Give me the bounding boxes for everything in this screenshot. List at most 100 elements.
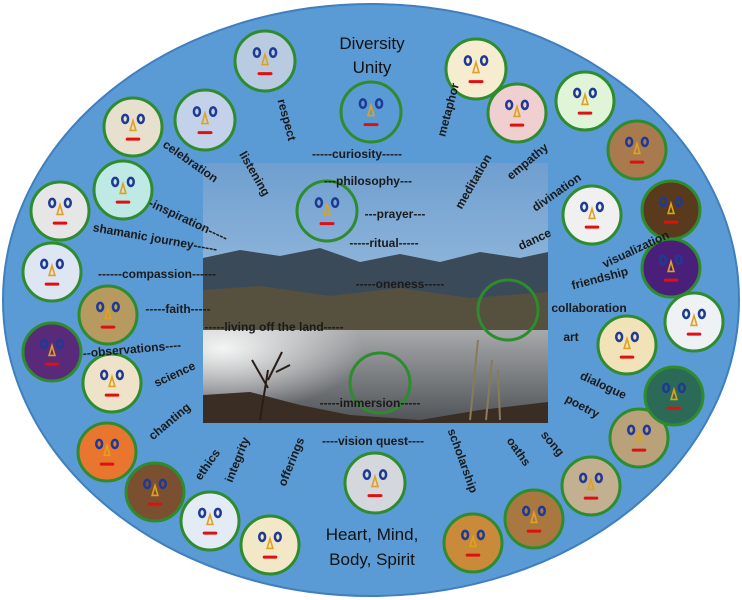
face-meditation-circle	[486, 82, 548, 144]
face-dialogue-right-eye	[677, 382, 686, 394]
face-friendship-left-eye	[659, 254, 668, 266]
face-listening-right-eye	[208, 106, 218, 118]
face-shamanic-journey-nose	[56, 201, 64, 216]
face-faith-left-eye	[96, 301, 105, 313]
face-collaboration-circle	[663, 291, 725, 353]
face-scholarship-nose	[469, 533, 477, 548]
face-metaphor-left-eye	[463, 55, 473, 67]
face-top-center	[339, 80, 403, 144]
face-meditation	[486, 82, 548, 144]
face-listening-left-eye	[192, 106, 202, 118]
face-friendship-nose	[667, 258, 675, 273]
face-integrity-left-eye	[198, 507, 207, 519]
face-vision-quest-nose	[370, 473, 380, 488]
landscape-photo	[203, 163, 548, 423]
face-poetry-right-eye	[642, 424, 651, 436]
face-visualization-left-eye	[659, 196, 668, 208]
face-collaboration-right-eye	[697, 308, 706, 320]
face-respect-right-eye	[268, 47, 278, 59]
face-collaboration-nose	[690, 312, 698, 327]
face-celebration-right-eye	[136, 113, 145, 125]
face-faith-circle	[77, 284, 139, 346]
face-art-circle	[596, 314, 658, 376]
face-shamanic-journey	[29, 180, 91, 242]
face-metaphor	[444, 37, 508, 101]
face-divination	[606, 119, 668, 181]
face-dance-right-eye	[595, 201, 604, 213]
face-chanting-left-eye	[95, 438, 104, 450]
face-empathy-left-eye	[573, 87, 582, 99]
face-scholarship-circle	[442, 512, 504, 574]
face-divination-right-eye	[640, 136, 649, 148]
label-curiosity: -----curiosity-----	[312, 147, 402, 161]
face-art-nose	[623, 335, 631, 350]
face-observations-right-eye	[55, 338, 64, 350]
face-art-left-eye	[615, 331, 624, 343]
face-dialogue-nose	[670, 386, 678, 401]
face-meditation-left-eye	[505, 99, 514, 111]
face-compassion	[21, 241, 83, 303]
title-body-spirit: Body, Spirit	[329, 550, 415, 569]
face-prayer-circle	[295, 179, 359, 243]
face-compassion-circle	[21, 241, 83, 303]
face-metaphor-right-eye	[479, 55, 489, 67]
face-observations-nose	[48, 342, 56, 357]
face-chanting-circle	[76, 421, 138, 483]
face-listening-nose	[200, 110, 210, 125]
face-faith	[77, 284, 139, 346]
face-celebration-circle	[102, 96, 164, 158]
face-offerings-circle	[239, 514, 301, 576]
face-visualization-nose	[667, 200, 675, 215]
face-science-nose	[108, 373, 116, 388]
face-dance-nose	[588, 205, 596, 220]
face-top-center-left-eye	[358, 98, 368, 110]
face-inspiration-right-eye	[126, 176, 135, 188]
face-dialogue-circle	[643, 365, 705, 427]
label-compassion: ------compassion------	[98, 267, 216, 281]
face-meditation-nose	[513, 103, 521, 118]
face-friendship	[640, 237, 702, 299]
face-faith-right-eye	[111, 301, 120, 313]
face-scholarship	[442, 512, 504, 574]
face-divination-left-eye	[625, 136, 634, 148]
face-poetry	[608, 407, 670, 469]
face-scholarship-left-eye	[461, 529, 470, 541]
face-respect	[233, 29, 297, 93]
face-faith-nose	[104, 305, 112, 320]
face-poetry-circle	[608, 407, 670, 469]
face-chanting-nose	[103, 442, 111, 457]
face-metaphor-circle	[444, 37, 508, 101]
label-living-off-the-land: -----living off the land-----	[204, 320, 343, 334]
face-inspiration-nose	[119, 180, 127, 195]
face-art-right-eye	[630, 331, 639, 343]
face-listening	[173, 88, 237, 152]
face-scholarship-right-eye	[476, 529, 485, 541]
face-shamanic-journey-left-eye	[48, 197, 57, 209]
face-inspiration-circle	[92, 159, 154, 221]
title-diversity: Diversity	[339, 34, 405, 53]
face-visualization	[640, 179, 702, 241]
label-philosophy: ---philosophy---	[324, 174, 412, 188]
face-meditation-right-eye	[520, 99, 529, 111]
face-top-center-right-eye	[374, 98, 384, 110]
face-empathy-nose	[581, 91, 589, 106]
face-collaboration-left-eye	[682, 308, 691, 320]
face-ethics-left-eye	[143, 478, 152, 490]
face-song	[560, 455, 622, 517]
face-ethics	[124, 461, 186, 523]
label-collaboration: collaboration	[551, 301, 626, 315]
face-prayer-left-eye	[314, 197, 324, 209]
face-inspiration-left-eye	[111, 176, 120, 188]
face-poetry-left-eye	[627, 424, 636, 436]
face-ethics-circle	[124, 461, 186, 523]
face-top-center-circle	[339, 80, 403, 144]
face-shamanic-journey-right-eye	[63, 197, 72, 209]
face-top-center-nose	[366, 102, 376, 117]
face-ethics-nose	[151, 482, 159, 497]
face-celebration	[102, 96, 164, 158]
face-compassion-right-eye	[55, 258, 64, 270]
face-science-circle	[81, 352, 143, 414]
face-science-left-eye	[100, 369, 109, 381]
face-science-right-eye	[115, 369, 124, 381]
